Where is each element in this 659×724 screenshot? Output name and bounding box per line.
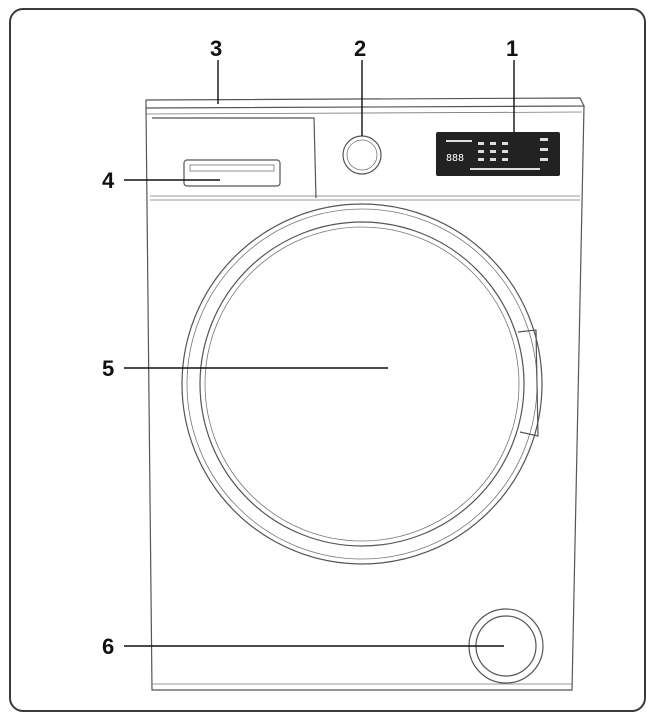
callout-4: 4 bbox=[102, 168, 115, 193]
program-knob-icon bbox=[342, 135, 382, 175]
machine-body bbox=[145, 97, 585, 691]
top-lid bbox=[145, 97, 585, 109]
callout-1: 1 bbox=[506, 36, 518, 61]
door-glass bbox=[199, 221, 525, 547]
door-handle bbox=[517, 329, 539, 437]
detergent-drawer bbox=[183, 159, 281, 187]
diagram-frame bbox=[9, 8, 646, 712]
door-outer-ring bbox=[181, 203, 543, 565]
display-indicator-dots bbox=[446, 138, 548, 170]
display-panel bbox=[436, 132, 560, 176]
callout-6: 6 bbox=[102, 634, 114, 659]
leader-lines bbox=[124, 60, 515, 647]
door bbox=[181, 203, 543, 565]
callout-5: 5 bbox=[102, 356, 114, 381]
display-readout: 888 bbox=[446, 153, 464, 164]
control-panel: 888 bbox=[152, 117, 560, 199]
drawer-housing bbox=[152, 117, 317, 199]
callout-3: 3 bbox=[210, 36, 222, 61]
callout-2: 2 bbox=[354, 36, 366, 61]
cabinet-outline bbox=[145, 105, 585, 691]
callout-labels: 1 2 3 4 5 6 bbox=[102, 36, 518, 659]
